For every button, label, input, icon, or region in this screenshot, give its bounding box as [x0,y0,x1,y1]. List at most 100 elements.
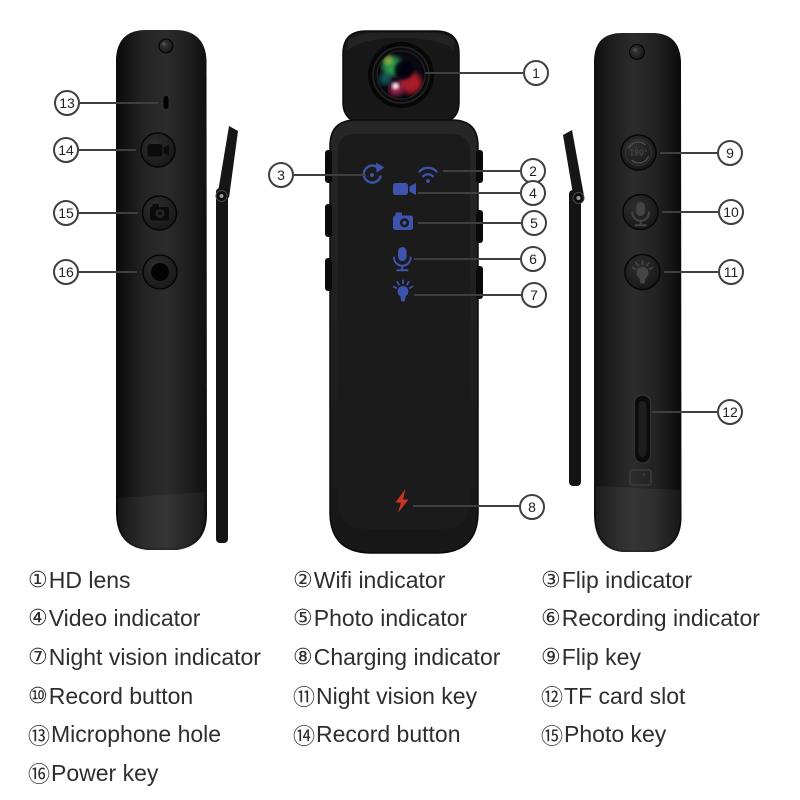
tf-card-slot [633,394,652,464]
legend-num-12: ⑫ [541,686,564,712]
legend-label-7: Night vision indicator [48,643,261,670]
legend-label-5: Photo indicator [313,605,468,632]
legend-num-10: ⑩ [28,683,48,709]
callout-1: 1 [523,60,549,86]
video-key-icon [147,144,169,157]
legend-num-8: ⑧ [293,644,313,670]
legend-num-14: ⑭ [293,724,316,750]
callout-5: 5 [521,210,547,236]
legend-num-2: ② [293,567,313,593]
side-buttons [325,150,483,299]
legend-num-1: ① [28,567,48,593]
wifi-indicator-icon [418,166,438,183]
callout-15: 15 [53,200,79,226]
leader-line-8 [413,505,519,507]
callout-11: 11 [718,259,744,285]
microphone-hole [163,96,169,109]
record-key-icon [631,202,650,227]
legend-num-6: ⑥ [541,606,561,632]
legend-label-11: Night vision key [316,682,478,709]
legend-num-13: ⑬ [28,724,51,750]
callout-9: 9 [717,140,743,166]
legend-label-15: Photo key [564,721,667,748]
leader-line-6 [414,258,520,260]
legend-num-3: ③ [541,567,561,593]
legend-num-9: ⑨ [541,644,561,670]
photo-key-button [141,195,178,231]
clip [563,130,585,486]
leader-line-10 [662,211,718,213]
sd-card-icon [629,469,652,486]
night-vision-key-button [624,253,661,291]
leader-line-7 [414,294,521,296]
flip-key-icon: 180° [627,141,650,164]
callout-8: 8 [519,494,545,520]
legend-num-5: ⑤ [293,606,313,632]
legend-label-6: Recording indicator [561,605,760,632]
legend-label-10: Record button [48,682,194,709]
legend-label-16: Power key [51,759,159,786]
legend-item-2: ② Wifi indicator [293,567,541,594]
photo-key-icon [150,204,169,221]
leader-line-16 [79,271,137,273]
leader-line-9 [660,152,717,154]
legend-num-11: ⑪ [293,686,316,712]
charging-indicator-icon [395,489,409,513]
video-key-button [140,132,176,168]
leader-line-1 [425,72,523,74]
legend-label-2: Wifi indicator [313,566,446,593]
screw-icon [158,38,174,54]
leader-line-2 [443,170,520,172]
callout-6: 6 [520,246,546,272]
callout-13: 13 [54,90,80,116]
leader-line-11 [664,271,718,273]
legend-num-4: ④ [28,606,48,632]
leader-line-14 [79,149,136,151]
legend-label-9: Flip key [561,643,641,670]
callout-16: 16 [53,259,79,285]
svg-text:180°: 180° [629,149,647,158]
leader-line-5 [418,222,521,224]
video-indicator-icon [393,183,416,195]
legend-label-14: Record button [316,721,461,748]
night-vision-key-icon [631,260,654,284]
flip-key-button: 180° [620,134,657,171]
night-vision-indicator-icon [392,279,414,302]
leader-line-15 [79,212,138,214]
device-front-view [325,30,483,554]
power-key-button [142,254,178,290]
hd-lens [368,42,434,108]
leader-line-12 [652,411,717,413]
legend-num-15: ⑮ [541,724,564,750]
device-right-side-view: 180° [563,33,682,552]
callout-10: 10 [718,199,744,225]
callout-3: 3 [268,162,294,188]
legend-num-7: ⑦ [28,644,48,670]
callout-14: 14 [53,137,79,163]
leader-line-13 [80,102,158,104]
device-left-side-view [116,30,238,550]
legend-label-1: HD lens [48,566,131,593]
callout-12: 12 [717,399,743,425]
screw-icon [629,44,645,60]
legend-label-3: Flip indicator [561,566,693,593]
recording-indicator-icon [393,247,412,272]
legend-num-16: ⑯ [28,763,51,789]
power-key-icon [151,263,169,281]
callout-7: 7 [521,282,547,308]
leader-line-3 [294,174,366,176]
leader-line-4 [418,192,520,194]
legend-label-13: Microphone hole [51,721,222,748]
